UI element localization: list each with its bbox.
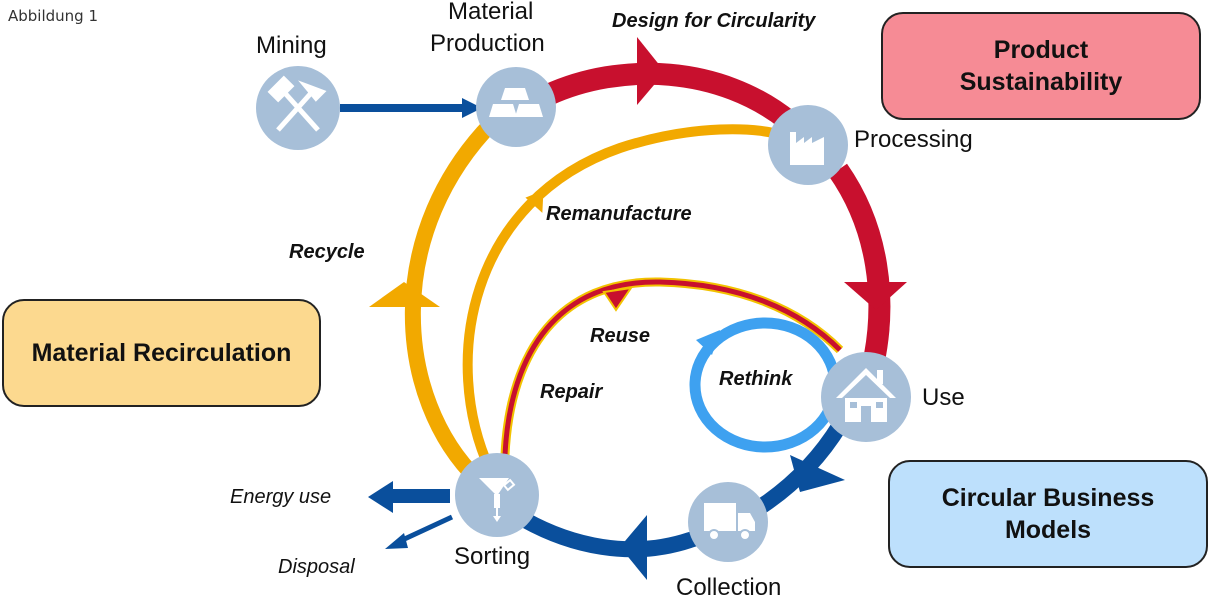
collection-arrowhead-left	[620, 515, 647, 580]
figure-label: Abbildung 1	[8, 7, 99, 25]
design-arrowhead-right	[844, 282, 907, 310]
material-production-label-line2: Production	[430, 30, 545, 57]
truck-icon	[704, 503, 755, 541]
reuse-arc	[502, 279, 842, 456]
energy-arrowhead	[368, 481, 393, 513]
disposal-label: Disposal	[278, 556, 355, 578]
reuse-label: Reuse	[590, 325, 651, 347]
circular-business-models-box: Circular Business Models	[888, 460, 1208, 568]
node-processing	[768, 105, 848, 185]
rethink-label: Rethink	[719, 368, 793, 390]
product-sustainability-text: Product Sustainability	[959, 35, 1123, 97]
node-sorting	[455, 453, 539, 537]
recycle-arc	[404, 109, 506, 486]
material-production-label-line1: Material	[448, 0, 534, 25]
remanufacture-arc	[462, 124, 792, 473]
mining-label: Mining	[256, 32, 327, 59]
material-recirculation-text: Material Recirculation	[31, 338, 292, 367]
repair-label: Repair	[540, 381, 603, 403]
collection-arrowhead-right	[790, 455, 845, 492]
product-sustainability-box: Product Sustainability	[881, 12, 1201, 120]
energy-use-label: Energy use	[230, 486, 332, 508]
node-mining	[256, 66, 340, 150]
collection-label: Collection	[676, 574, 782, 601]
recycle-arrowhead	[369, 282, 440, 307]
remanufacture-arrowhead	[525, 190, 544, 213]
sorting-label: Sorting	[454, 543, 531, 570]
use-label: Use	[922, 384, 965, 411]
processing-label: Processing	[854, 126, 973, 153]
node-use	[821, 352, 911, 442]
disposal-arrowhead	[385, 533, 408, 549]
recycle-label: Recycle	[289, 241, 365, 263]
design-arc-right	[828, 163, 891, 357]
design-arrowhead-top	[637, 37, 665, 105]
energy-arrow-shaft	[390, 489, 450, 503]
factory-icon	[790, 132, 824, 165]
material-recirculation-box: Material Recirculation	[2, 299, 321, 407]
hammers-icon	[267, 75, 327, 132]
rethink-arrowhead	[696, 330, 720, 355]
gold-bars-icon	[489, 88, 543, 117]
remanufacture-label: Remanufacture	[546, 203, 692, 225]
funnel-icon	[479, 478, 516, 522]
mining-arrowhead	[462, 98, 482, 118]
disposal-arrow-line	[396, 514, 454, 545]
design-arc-top	[543, 62, 797, 131]
reuse-arrowhead	[602, 286, 634, 312]
node-material-production	[476, 67, 556, 147]
node-collection	[688, 482, 768, 562]
house-icon	[836, 368, 896, 422]
circular-business-models-text: Circular Business Models	[941, 483, 1155, 545]
design-for-circularity-label: Design for Circularity	[612, 10, 816, 32]
